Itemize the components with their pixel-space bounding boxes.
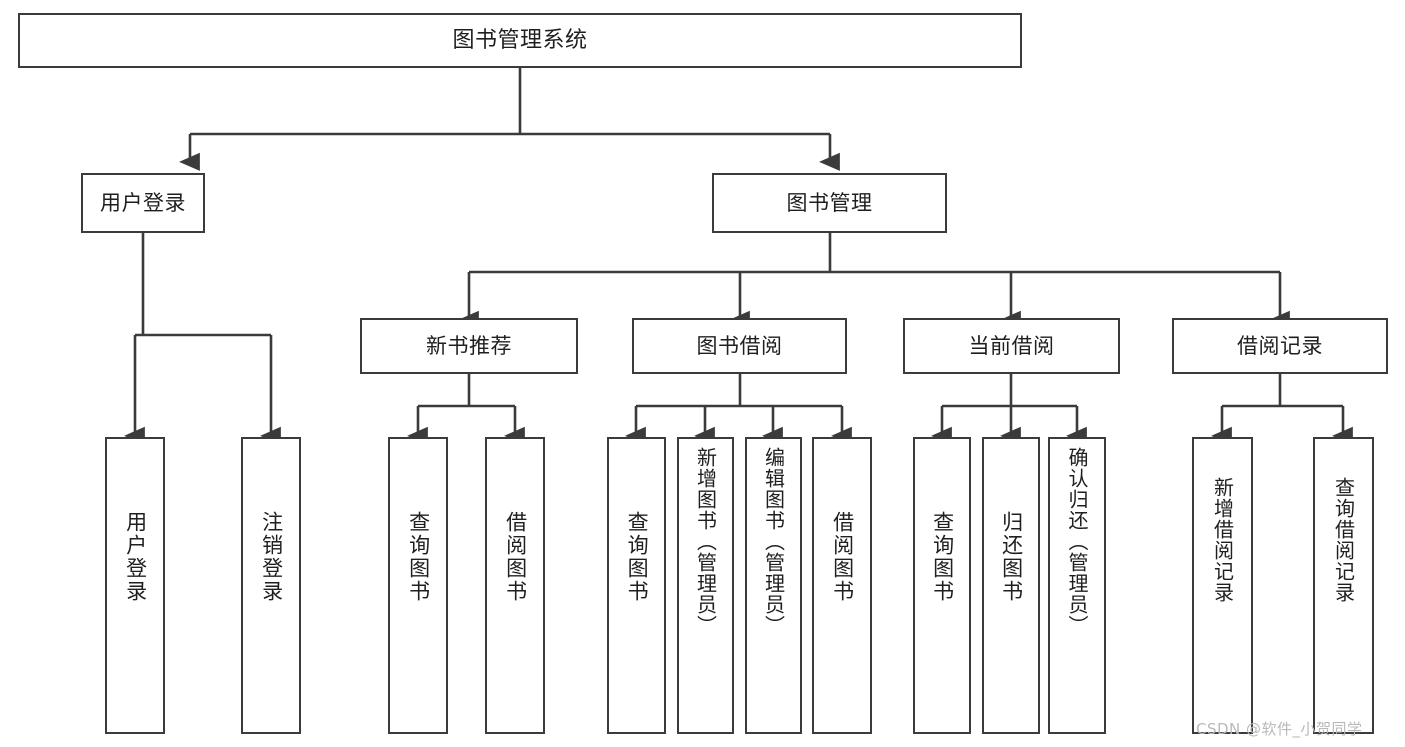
node-book-borrow[interactable]: 图书借阅 [632,318,847,374]
leaf-edit-book-admin-label: 编辑图书（管理员） [761,447,786,636]
leaf-query-book-2[interactable]: 查询图书 [607,437,666,734]
leaf-query-book-3-label: 查询图书 [930,511,955,603]
node-user-login-label: 用户登录 [100,190,186,215]
leaf-edit-book-admin[interactable]: 编辑图书（管理员） [745,437,802,734]
leaf-user-login[interactable]: 用户登录 [105,437,165,734]
node-root[interactable]: 图书管理系统 [18,13,1022,68]
node-book-borrow-label: 图书借阅 [696,333,783,358]
leaf-query-book-1-label: 查询图书 [406,511,431,603]
leaf-user-login-label: 用户登录 [123,511,148,603]
leaf-borrow-book-2[interactable]: 借阅图书 [812,437,872,734]
leaf-query-book-2-label: 查询图书 [625,511,650,603]
leaf-query-book-1[interactable]: 查询图书 [388,437,448,734]
node-user-login[interactable]: 用户登录 [81,173,205,233]
leaf-logout-login-label: 注销登录 [259,511,284,603]
leaf-borrow-book-1-label: 借阅图书 [503,511,528,603]
node-book-management[interactable]: 图书管理 [712,173,947,233]
leaf-add-book-admin-label: 新增图书（管理员） [693,447,718,636]
node-new-book-recommend-label: 新书推荐 [426,333,512,358]
node-current-borrow[interactable]: 当前借阅 [903,318,1120,374]
leaf-query-borrow-record[interactable]: 查询借阅记录 [1313,437,1374,734]
node-root-label: 图书管理系统 [452,27,588,53]
node-borrow-record[interactable]: 借阅记录 [1172,318,1388,374]
csdn-watermark: CSDN @软件_小贺同学 [1196,720,1363,738]
leaf-return-book[interactable]: 归还图书 [982,437,1040,734]
node-current-borrow-label: 当前借阅 [968,333,1055,358]
leaf-return-book-label: 归还图书 [999,511,1024,603]
leaf-add-book-admin[interactable]: 新增图书（管理员） [677,437,734,734]
leaf-confirm-return-admin-label: 确认归还（管理员） [1065,447,1089,636]
leaf-add-borrow-record-label: 新增借阅记录 [1210,477,1235,603]
leaf-confirm-return-admin[interactable]: 确认归还（管理员） [1048,437,1106,734]
node-book-management-label: 图书管理 [786,190,873,215]
node-borrow-record-label: 借阅记录 [1237,333,1323,358]
leaf-logout-login[interactable]: 注销登录 [241,437,301,734]
leaf-borrow-book-1[interactable]: 借阅图书 [485,437,545,734]
leaf-borrow-book-2-label: 借阅图书 [830,511,855,603]
leaf-query-book-3[interactable]: 查询图书 [913,437,971,734]
node-new-book-recommend[interactable]: 新书推荐 [360,318,578,374]
leaf-add-borrow-record[interactable]: 新增借阅记录 [1192,437,1253,734]
leaf-query-borrow-record-label: 查询借阅记录 [1331,477,1356,603]
